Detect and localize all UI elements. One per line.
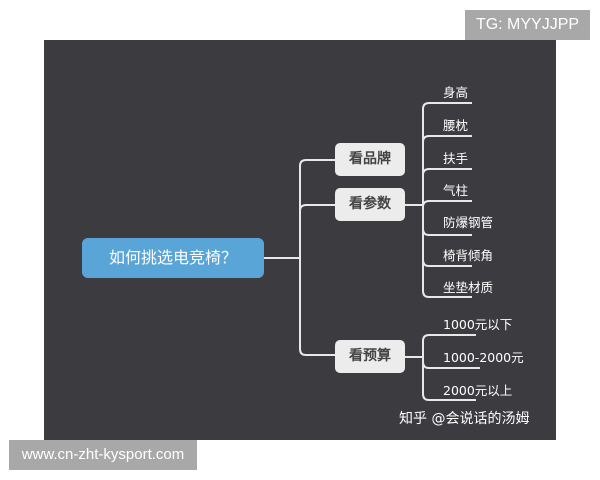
branch-budget[interactable]: 看预算 [335,340,405,373]
leaf-steel-tube[interactable]: 防爆钢管 [443,215,494,230]
leaf-height[interactable]: 身高 [443,85,469,100]
leaf-lumbar[interactable]: 腰枕 [443,118,469,133]
leaf-budget-low[interactable]: 1000元以下 [443,317,513,332]
leaf-recline[interactable]: 椅背倾角 [443,248,494,263]
branch-params[interactable]: 看参数 [335,188,405,221]
leaf-armrest[interactable]: 扶手 [443,151,469,166]
leaf-budget-high[interactable]: 2000元以上 [443,383,513,398]
leaf-budget-mid[interactable]: 1000-2000元 [443,350,524,365]
branch-brand[interactable]: 看品牌 [335,143,405,176]
author-credit: 知乎 @会说话的汤姆 [399,411,530,427]
leaf-cushion[interactable]: 坐垫材质 [443,280,494,295]
root-node[interactable]: 如何挑选电竞椅？ [82,238,264,278]
watermark-top: TG: MYYJJPP [465,10,590,40]
leaf-gas-lift[interactable]: 气柱 [443,183,469,198]
watermark-bottom: www.cn-zht-kysport.com [9,440,197,470]
